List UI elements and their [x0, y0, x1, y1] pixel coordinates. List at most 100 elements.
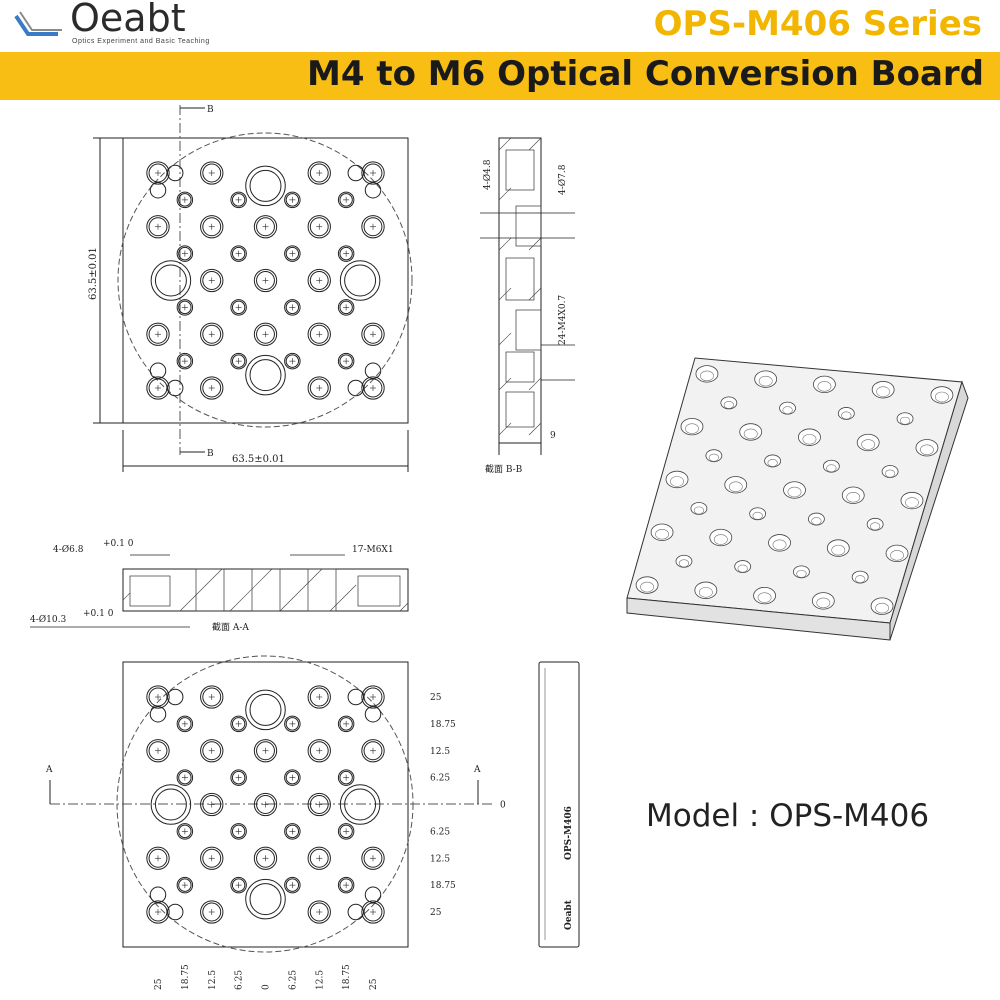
threaded-hole-inner	[363, 378, 383, 398]
threaded-hole-inner	[285, 354, 300, 368]
grid-label-right: 12.5	[430, 747, 450, 757]
threaded-hole	[200, 900, 224, 924]
iso-hole	[695, 365, 719, 383]
grid-label-right: 6.25	[430, 774, 450, 784]
large-counterbore-hole	[339, 784, 381, 825]
threaded-hole	[307, 792, 331, 817]
threaded-hole	[307, 215, 331, 239]
threaded-hole-inner	[309, 848, 329, 868]
corner-clearance-hole	[364, 886, 382, 904]
threaded-hole	[337, 299, 355, 316]
section-bb-label: 截面 B-B	[485, 463, 523, 475]
threaded-hole	[284, 352, 301, 370]
threaded-hole-inner	[363, 902, 383, 922]
threaded-hole	[200, 376, 224, 400]
large-counterbore-inner	[249, 693, 282, 726]
threaded-hole-inner	[339, 354, 353, 368]
corner-clearance-hole	[347, 164, 365, 182]
threaded-hole	[361, 846, 385, 870]
threaded-hole-inner	[363, 687, 383, 707]
threaded-hole-inner	[178, 824, 192, 839]
threaded-hole-inner	[202, 741, 222, 761]
iso-hole	[822, 459, 840, 473]
threaded-hole-inner	[148, 163, 168, 183]
technical-drawing: B B 63.5±0.01 63.5±0.01	[30, 105, 969, 990]
threaded-hole	[176, 299, 194, 316]
large-counterbore-hole	[150, 784, 192, 825]
iso-hole	[841, 486, 865, 504]
grid-label-bottom: 12.5	[315, 970, 325, 990]
threaded-hole-inner	[148, 378, 168, 398]
iso-hole	[768, 534, 791, 552]
threaded-hole	[176, 823, 194, 840]
threaded-hole-inner	[202, 217, 222, 237]
threaded-hole	[361, 739, 385, 763]
iso-hole	[793, 565, 810, 579]
threaded-hole-inner	[285, 246, 300, 261]
threaded-hole	[146, 739, 170, 763]
threaded-hole	[230, 191, 247, 209]
side-engraving-model: OPS-M406	[564, 806, 574, 860]
large-counterbore-hole	[150, 260, 192, 301]
large-counterbore-inner	[249, 883, 282, 916]
iso-hole	[739, 423, 763, 441]
threaded-hole	[361, 322, 385, 346]
threaded-hole-inner	[178, 878, 192, 892]
grid-label-bottom: 6.25	[288, 970, 298, 990]
side-view-outline	[538, 661, 580, 948]
corner-clearance-hole	[364, 705, 382, 723]
large-counterbore-inner	[154, 264, 187, 297]
threaded-hole-inner	[285, 193, 300, 207]
corner-clearance-hole	[166, 688, 184, 706]
iso-hole	[856, 433, 880, 452]
threaded-hole	[253, 739, 278, 763]
threaded-hole-inner	[256, 795, 275, 814]
threaded-hole	[200, 161, 224, 185]
threaded-hole	[176, 191, 194, 209]
section-bb-outline	[498, 137, 542, 444]
threaded-hole	[176, 715, 194, 733]
corner-clearance-hole	[166, 903, 184, 921]
grid-label-right: 25	[430, 908, 442, 918]
threaded-hole	[230, 769, 247, 786]
threaded-hole	[284, 823, 301, 840]
iso-hole	[779, 401, 796, 415]
header: Oeabt Optics Experiment and Basic Teachi…	[0, 0, 1000, 100]
iso-hole	[694, 581, 718, 599]
threaded-hole	[337, 245, 355, 262]
threaded-hole-inner	[309, 217, 329, 237]
grid-label-right: 18.75	[430, 720, 456, 730]
threaded-hole-inner	[202, 687, 222, 707]
threaded-hole	[284, 876, 301, 894]
threaded-hole	[230, 245, 247, 262]
section-a-left-label: A	[45, 765, 53, 775]
threaded-hole	[337, 191, 355, 209]
grid-label-bottom: 25	[369, 978, 379, 990]
threaded-hole	[253, 792, 278, 817]
thread-dimension: 24-M4X0.7	[558, 295, 568, 345]
threaded-hole-inner	[231, 717, 246, 731]
grid-label-bottom: 25	[154, 978, 164, 990]
section-b-bottom-label: B	[207, 449, 214, 459]
threaded-hole-inner	[231, 824, 246, 839]
iso-hole	[724, 476, 748, 494]
large-counterbore-hole	[245, 354, 286, 396]
threaded-hole-inner	[285, 824, 300, 839]
side-hole-dimension-small: 4-Ø4.8	[482, 159, 493, 190]
threaded-hole	[230, 299, 247, 316]
threaded-hole	[200, 792, 224, 817]
side-engraving-brand: Oeabt	[564, 899, 574, 930]
top-view-mount-circle	[117, 132, 413, 428]
threaded-hole-inner	[363, 741, 383, 761]
threaded-hole-inner	[339, 246, 353, 261]
threaded-hole-inner	[309, 378, 329, 398]
product-title: M4 to M6 Optical Conversion Board	[307, 54, 984, 94]
top-view: B B 63.5±0.01 63.5±0.01	[88, 105, 413, 472]
threaded-hole-inner	[285, 878, 300, 892]
series-title: OPS-M406 Series	[653, 4, 982, 44]
section-aa-hatch	[122, 568, 409, 612]
threaded-hole-inner	[256, 217, 275, 237]
threaded-hole-inner	[285, 770, 300, 785]
corner-clearance-hole	[166, 164, 184, 182]
threaded-hole-inner	[178, 354, 192, 368]
